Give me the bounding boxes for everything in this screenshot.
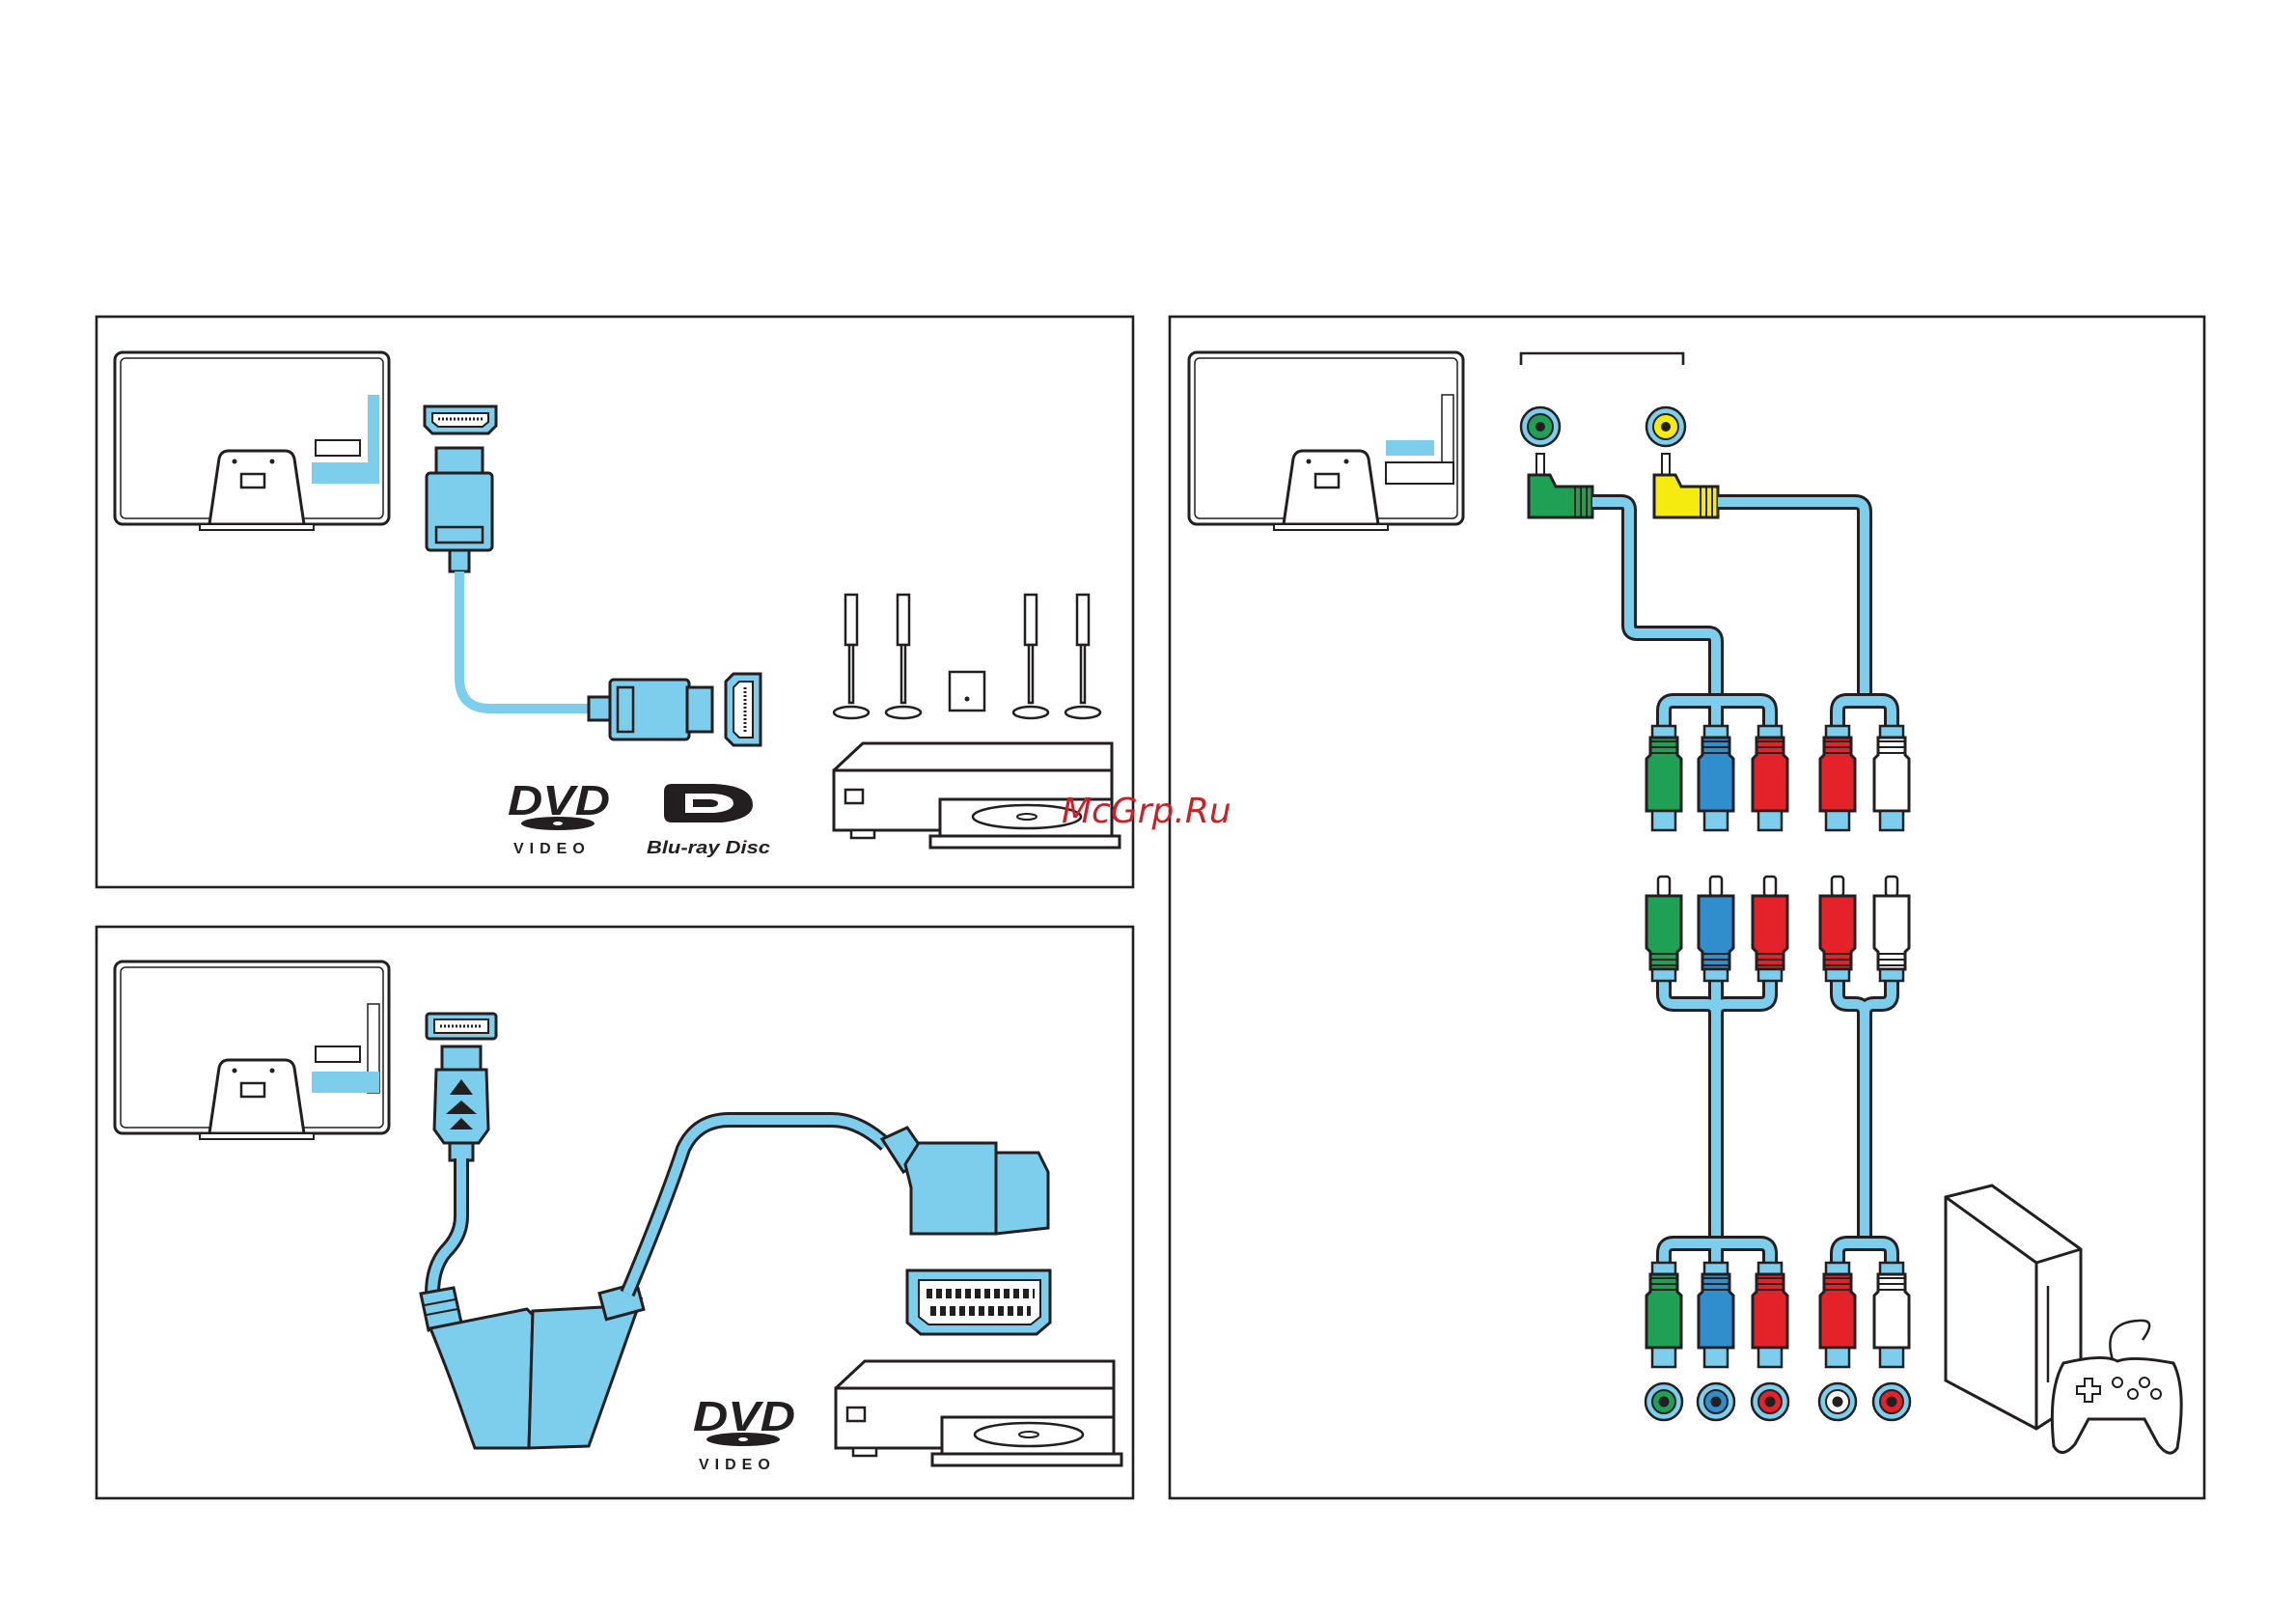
- rca-jack-red-icon: [1752, 1383, 1788, 1420]
- hdmi-cable: [459, 572, 591, 709]
- dvd-logo-icon: DVD VIDEO: [508, 777, 610, 857]
- component-cables: [1592, 502, 1892, 1263]
- bluray-logo-icon: Blu-ray Disc: [647, 784, 770, 857]
- dvd-logo-icon: DVD VIDEO: [693, 1393, 795, 1473]
- minijack-socket-yellow-icon: [1646, 407, 1685, 446]
- hdmi-scart-adapter-plug-icon: [434, 1046, 488, 1160]
- hdmi-plug-icon: [427, 448, 492, 572]
- rca-jack-white-icon: [1819, 1383, 1856, 1420]
- minijack-socket-green-icon: [1521, 407, 1560, 446]
- rca-plug-white-upper-audio: [1874, 726, 1909, 830]
- dvd-video-text: VIDEO: [513, 841, 591, 857]
- hdmi-socket-icon: [425, 406, 496, 433]
- rca-plug-green-lower: [1646, 1263, 1681, 1367]
- rca-plug-green-middle: [1646, 877, 1681, 981]
- rca-plug-red-upper: [1753, 726, 1787, 830]
- rca-jack-red-audio-icon: [1873, 1383, 1910, 1420]
- rca-plug-white-lower-audio: [1874, 1263, 1909, 1367]
- minijack-plug-green-icon: [1529, 454, 1592, 517]
- rca-plug-red-upper-audio: [1820, 726, 1855, 830]
- scart-plug-right-icon: [882, 1128, 1048, 1234]
- dvd-player-icon: [836, 1361, 1121, 1465]
- rca-plug-red-lower-audio: [1820, 1263, 1855, 1367]
- rca-plug-red-middle: [1753, 877, 1787, 981]
- scart-cable: [627, 1120, 886, 1294]
- rca-jack-green-icon: [1646, 1383, 1682, 1420]
- rca-plug-red-lower: [1753, 1263, 1787, 1367]
- bluray-logo-text: Blu-ray Disc: [647, 838, 770, 857]
- rca-plug-blue-lower: [1699, 1263, 1733, 1367]
- tv-rear-icon: [1189, 352, 1463, 530]
- hdmi-plug-horizontal-icon: [589, 680, 712, 739]
- rca-jack-row: [1646, 1383, 1910, 1420]
- rca-plug-red-middle-audio: [1820, 877, 1855, 981]
- minijack-plug-yellow-icon: [1654, 454, 1718, 517]
- watermark-text: McGrp.Ru: [1062, 792, 1231, 831]
- rca-plug-white-middle-audio: [1874, 877, 1909, 981]
- tv-rear-icon: [115, 352, 389, 530]
- scart-socket-icon: [907, 1270, 1050, 1334]
- adapter-cable: [432, 1158, 461, 1294]
- jack-group-bracket: [1521, 353, 1683, 365]
- speaker-system-icon: [834, 595, 1100, 718]
- scart-plug-left-icon: [421, 1283, 644, 1448]
- rca-plug-green-upper: [1646, 726, 1681, 830]
- hdmi-socket-icon: [427, 1014, 496, 1039]
- hdmi-socket-device-icon: [726, 674, 761, 745]
- rca-jack-blue-icon: [1698, 1383, 1734, 1420]
- dvd-video-text: VIDEO: [699, 1457, 776, 1473]
- tv-rear-icon: [115, 962, 389, 1139]
- rca-plug-blue-middle: [1699, 877, 1733, 981]
- rca-plug-blue-upper: [1699, 726, 1733, 830]
